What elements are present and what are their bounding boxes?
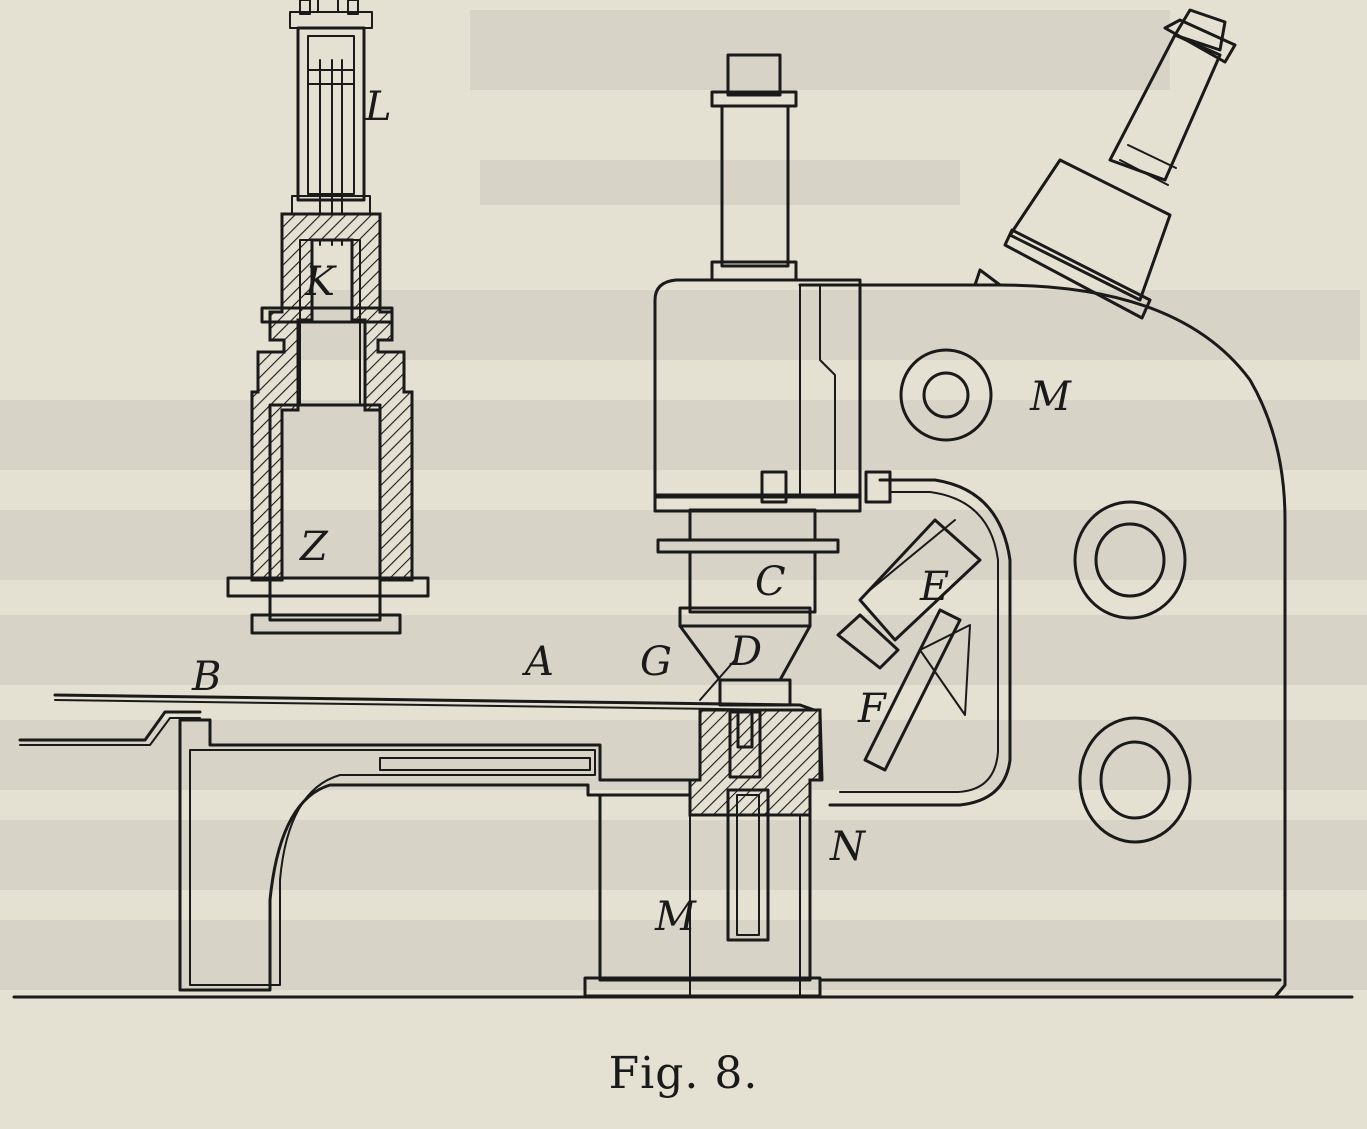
detail-cylinder-view: [226, 0, 430, 635]
diagonal-strut: [836, 518, 982, 772]
label-L: L: [364, 84, 392, 130]
figure-caption: Fig. 8.: [608, 1048, 759, 1099]
label-E: E: [919, 564, 949, 610]
label-D: D: [729, 629, 762, 675]
label-F: F: [857, 686, 887, 732]
work-table: [18, 659, 824, 998]
label-G: G: [640, 639, 672, 685]
label-B: B: [191, 654, 221, 700]
label-C: C: [755, 559, 786, 605]
label-K: K: [304, 259, 337, 305]
inclined-cylinder: [1003, 8, 1237, 320]
label-M-frame: M: [1029, 374, 1072, 420]
label-N: N: [829, 824, 867, 870]
label-Z: Z: [298, 524, 329, 570]
part-labels: L K Z B A G D C E F M N M: [191, 84, 1072, 940]
bleed-through-texture: [0, 10, 1367, 990]
label-A: A: [521, 639, 554, 685]
vertical-cylinder: [653, 53, 892, 682]
label-M-lower: M: [654, 894, 697, 940]
press-frame: [798, 268, 1287, 999]
